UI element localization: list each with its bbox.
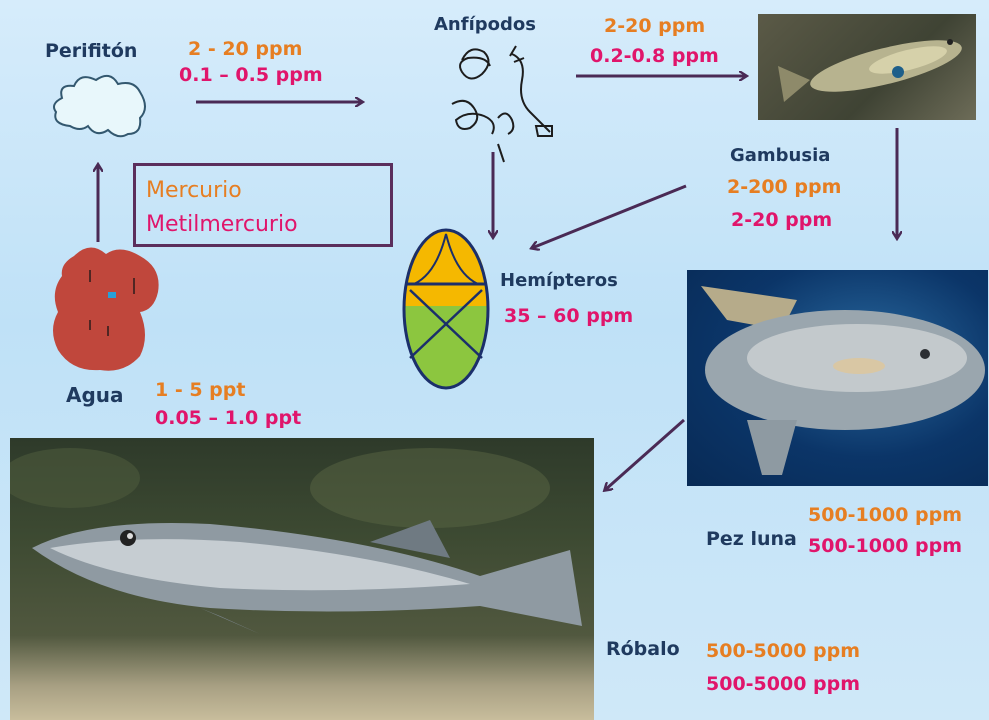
agua-name: Agua — [66, 383, 124, 407]
anfipodos-mehg: 0.2-0.8 ppm — [590, 45, 719, 67]
pezluna-mehg: 500-1000 ppm — [808, 535, 962, 557]
perifiton-blob-icon — [54, 76, 145, 136]
legend-box: Mercurio Metilmercurio — [133, 163, 393, 247]
gambusia-hg: 2-200 ppm — [727, 176, 841, 198]
pezluna-hg: 500-1000 ppm — [808, 504, 962, 526]
legend-metilmercurio: Metilmercurio — [146, 212, 298, 237]
arrow-gambusia-hemipteros — [532, 186, 686, 248]
perifiton-hg: 2 - 20 ppm — [188, 38, 302, 60]
robalo-name: Róbalo — [606, 638, 680, 660]
perifiton-name: Perifitón — [45, 40, 137, 62]
robalo-mehg: 500-5000 ppm — [706, 673, 860, 695]
water-drop-icon — [53, 247, 159, 370]
amphipod-sketch-icon — [452, 46, 552, 162]
gambusia-name: Gambusia — [730, 145, 830, 166]
hemipteran-insect-icon — [404, 230, 488, 388]
robalo-hg: 500-5000 ppm — [706, 640, 860, 662]
agua-mehg: 0.05 – 1.0 ppt — [155, 407, 301, 429]
hemipteros-mehg: 35 – 60 ppm — [504, 305, 633, 327]
anfipodos-hg: 2-20 ppm — [604, 15, 705, 37]
agua-hg: 1 - 5 ppt — [155, 379, 245, 401]
legend-mercurio: Mercurio — [146, 178, 242, 203]
gambusia-mehg: 2-20 ppm — [731, 209, 832, 231]
hemipteros-name: Hemípteros — [500, 270, 618, 291]
perifiton-mehg: 0.1 – 0.5 ppm — [179, 64, 323, 86]
anfipodos-name: Anfípodos — [434, 14, 536, 35]
arrow-pezluna-robalo — [605, 420, 684, 490]
pezluna-name: Pez luna — [706, 528, 797, 550]
